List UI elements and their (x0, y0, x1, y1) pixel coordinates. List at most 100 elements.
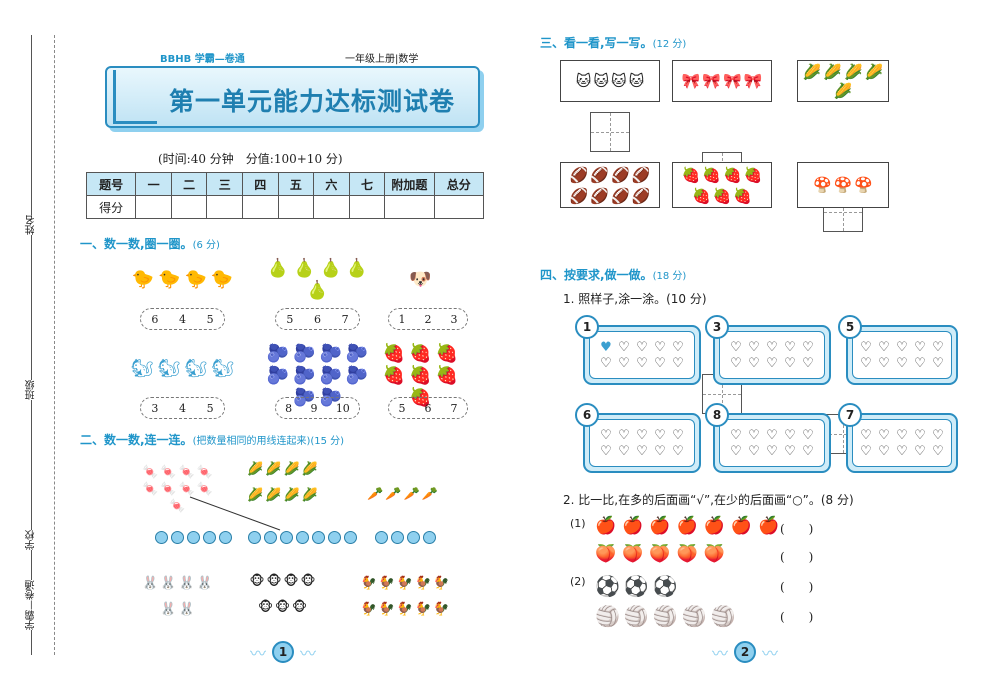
cat-icon: 🐱 (593, 72, 609, 90)
heart-icon[interactable]: ♡ (618, 339, 630, 355)
heart-icon[interactable]: ♡ (748, 355, 760, 371)
heart-icon[interactable]: ♡ (636, 355, 648, 371)
heart-icon[interactable]: ♡ (896, 427, 908, 443)
heart-icon[interactable]: ♡ (600, 443, 612, 459)
count-option[interactable]: 5 (286, 312, 294, 326)
heart-icon[interactable]: ♡ (748, 427, 760, 443)
score-input-cell[interactable] (433, 195, 485, 219)
heart-icon[interactable]: ♡ (914, 443, 926, 459)
heart-icon[interactable]: ♡ (802, 339, 814, 355)
heart-icon[interactable]: ♡ (654, 427, 666, 443)
heart-icon[interactable]: ♡ (784, 443, 796, 459)
heart-icon[interactable]: ♡ (766, 339, 778, 355)
heart-icon[interactable]: ♡ (636, 427, 648, 443)
heart-icon[interactable]: ♡ (672, 339, 684, 355)
answer-parentheses[interactable]: ( ) (780, 610, 814, 624)
count-option[interactable]: 2 (424, 312, 432, 326)
heart-icon[interactable]: ♡ (636, 339, 648, 355)
heart-icon[interactable]: ♡ (654, 443, 666, 459)
score-input-cell[interactable] (277, 195, 315, 219)
heart-icon[interactable]: ♡ (766, 427, 778, 443)
heart-icon[interactable]: ♡ (618, 355, 630, 371)
score-input-cell[interactable] (384, 195, 435, 219)
heart-icon[interactable]: ♡ (860, 443, 872, 459)
heart-icon[interactable]: ♡ (878, 339, 890, 355)
count-option[interactable]: 7 (341, 312, 349, 326)
heart-icon[interactable]: ♡ (896, 339, 908, 355)
count-option[interactable]: 10 (335, 401, 350, 415)
heart-icon[interactable]: ♡ (802, 427, 814, 443)
card-number: 5 (838, 315, 862, 339)
count-option[interactable]: 4 (178, 401, 186, 415)
count-option[interactable]: 7 (450, 401, 458, 415)
heart-icon[interactable]: ♡ (878, 443, 890, 459)
count-option[interactable]: 6 (313, 312, 321, 326)
score-input-cell[interactable] (206, 195, 243, 219)
count-option[interactable]: 3 (151, 401, 159, 415)
duck-group: 🐤🐤🐤🐤 (130, 260, 235, 300)
heart-icon[interactable]: ♡ (802, 355, 814, 371)
heart-icon[interactable]: ♡ (636, 443, 648, 459)
heart-icon[interactable]: ♡ (730, 355, 742, 371)
heart-icon[interactable]: ♡ (730, 427, 742, 443)
heart-icon[interactable]: ♡ (766, 443, 778, 459)
heart-icon[interactable]: ♡ (672, 355, 684, 371)
answer-parentheses[interactable]: ( ) (780, 550, 814, 564)
count-option[interactable]: 1 (398, 312, 406, 326)
heart-icon[interactable]: ♡ (932, 427, 944, 443)
heart-icon[interactable]: ♡ (748, 443, 760, 459)
rooster-icon: 🐓 (360, 576, 377, 591)
heart-icon[interactable]: ♡ (730, 443, 742, 459)
grape-icon: 🫐 (345, 365, 369, 386)
heart-icon[interactable]: ♡ (766, 355, 778, 371)
score-input-cell[interactable] (348, 195, 386, 219)
count-option[interactable]: 5 (398, 401, 406, 415)
score-input-cell[interactable] (242, 195, 279, 219)
score-input-cell[interactable] (170, 195, 208, 219)
heart-icon[interactable]: ♡ (932, 339, 944, 355)
heart-icon[interactable]: ♡ (860, 339, 872, 355)
heart-icon[interactable]: ♡ (784, 339, 796, 355)
heart-icon[interactable]: ♡ (932, 443, 944, 459)
heart-icon[interactable]: ♡ (802, 443, 814, 459)
heart-icon[interactable]: ♡ (618, 427, 630, 443)
heart-icon[interactable]: ♡ (860, 427, 872, 443)
heart-icon[interactable]: ♡ (860, 355, 872, 371)
score-input-cell[interactable] (135, 195, 172, 219)
heart-grid: ♥♡♡♡♡♡♡♡♡♡ (589, 331, 695, 379)
count-option[interactable]: 9 (310, 401, 318, 415)
count-option[interactable]: 6 (424, 401, 432, 415)
heart-icon[interactable]: ♡ (730, 339, 742, 355)
heart-icon[interactable]: ♡ (748, 339, 760, 355)
count-option[interactable]: 3 (450, 312, 458, 326)
heart-icon[interactable]: ♡ (600, 427, 612, 443)
heart-icon[interactable]: ♡ (672, 427, 684, 443)
heart-icon[interactable]: ♡ (672, 443, 684, 459)
heart-icon[interactable]: ♡ (896, 355, 908, 371)
heart-icon[interactable]: ♡ (914, 355, 926, 371)
heart-icon[interactable]: ♥ (600, 339, 612, 355)
heart-icon[interactable]: ♡ (784, 427, 796, 443)
heart-icon[interactable]: ♡ (654, 355, 666, 371)
heart-icon[interactable]: ♡ (600, 355, 612, 371)
dog-group: 🐶 (378, 260, 463, 300)
answer-parentheses[interactable]: ( ) (780, 580, 814, 594)
count-option[interactable]: 4 (178, 312, 186, 326)
heart-icon[interactable]: ♡ (618, 443, 630, 459)
heart-icon[interactable]: ♡ (878, 427, 890, 443)
count-option[interactable]: 5 (206, 401, 214, 415)
count-option[interactable]: 6 (151, 312, 159, 326)
heart-icon[interactable]: ♡ (878, 355, 890, 371)
heart-icon[interactable]: ♡ (914, 339, 926, 355)
answer-parentheses[interactable]: ( ) (780, 522, 814, 536)
count-option[interactable]: 8 (285, 401, 293, 415)
answer-grid[interactable] (590, 112, 630, 152)
heart-icon[interactable]: ♡ (932, 355, 944, 371)
score-input-cell[interactable] (313, 195, 350, 219)
dot-icon (280, 531, 293, 544)
count-option[interactable]: 5 (206, 312, 214, 326)
heart-icon[interactable]: ♡ (896, 443, 908, 459)
heart-icon[interactable]: ♡ (784, 355, 796, 371)
heart-icon[interactable]: ♡ (654, 339, 666, 355)
heart-icon[interactable]: ♡ (914, 427, 926, 443)
